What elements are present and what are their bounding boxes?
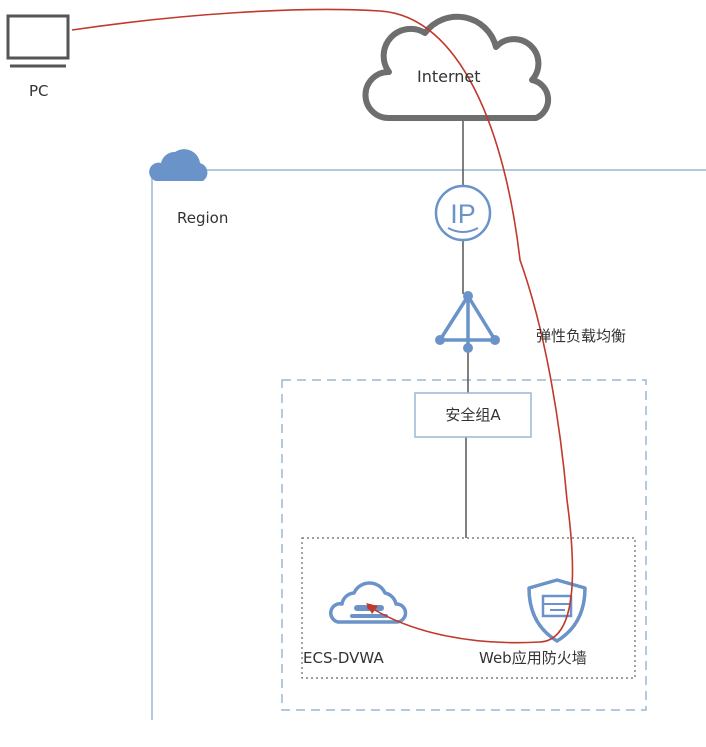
internet-label: Internet (417, 67, 481, 86)
load-balancer-icon (435, 291, 500, 353)
region-label: Region (177, 209, 229, 227)
shield-icon (527, 578, 587, 643)
security-group-box (414, 392, 532, 438)
server-group-boundary (301, 537, 636, 679)
pc-label: PC (29, 82, 49, 100)
ip-icon: IP (434, 184, 492, 242)
ecs-server-icon (329, 581, 408, 624)
cloud-icon (362, 13, 552, 121)
traffic-arrow-icon (366, 603, 378, 614)
cloud-icon (149, 149, 208, 181)
security-group-boundary (281, 379, 647, 711)
elb-label: 弹性负载均衡 (536, 327, 627, 345)
security-group-label: 安全组A (445, 406, 501, 424)
waf-label: Web应用防火墙 (479, 649, 587, 667)
ecs-label: ECS-DVWA (303, 649, 384, 667)
svg-text:IP: IP (450, 199, 476, 229)
region-boundary (151, 169, 706, 720)
laptop-icon (6, 14, 70, 68)
traffic-path (71, 8, 574, 644)
